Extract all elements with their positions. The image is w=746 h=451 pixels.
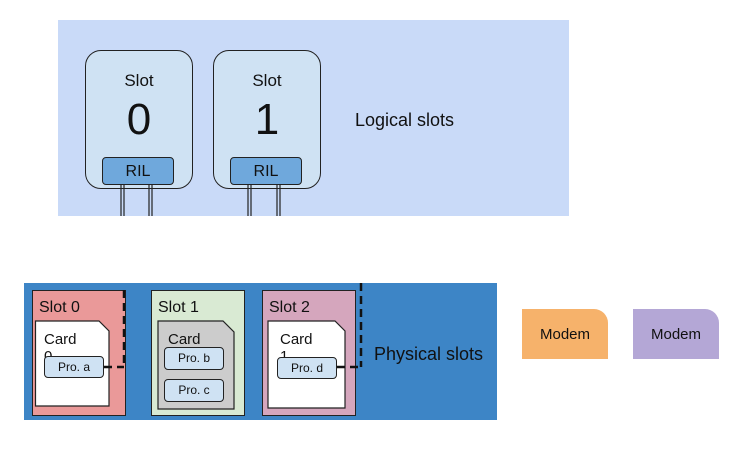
logical-slot-word: Slot <box>252 71 282 90</box>
profile-box: Pro. b <box>164 347 224 370</box>
physical-slot-label: Slot 0 <box>39 299 80 316</box>
logical-slot-number: 0 <box>126 95 152 144</box>
physical-slot-label: Slot 2 <box>269 299 310 316</box>
physical-slot-label: Slot 1 <box>158 299 199 316</box>
physical-slot-0: Slot 0 Card 0 Pro. a <box>32 290 126 416</box>
logical-slot-0: Slot 0 RIL <box>85 50 193 189</box>
physical-slots-caption: Physical slots <box>374 344 484 364</box>
logical-slots-caption: Logical slots <box>355 110 455 130</box>
ril-box: RIL <box>230 157 302 185</box>
physical-slot-2: Slot 2 Card 1 Pro. d <box>262 290 356 416</box>
logical-slot-1: Slot 1 RIL <box>213 50 321 189</box>
logical-slot-number: 1 <box>254 95 280 144</box>
physical-slot-1: Slot 1 Card X Pro. b Pro. c <box>151 290 245 416</box>
profile-box: Pro. a <box>44 356 104 378</box>
profile-box: Pro. c <box>164 379 224 402</box>
card-label: Card 1 <box>280 331 313 365</box>
modem-box: Modem <box>633 309 719 359</box>
modem-box: Modem <box>522 309 608 359</box>
ril-box: RIL <box>102 157 174 185</box>
logical-slot-word: Slot <box>124 71 154 90</box>
profile-box: Pro. d <box>277 357 337 379</box>
